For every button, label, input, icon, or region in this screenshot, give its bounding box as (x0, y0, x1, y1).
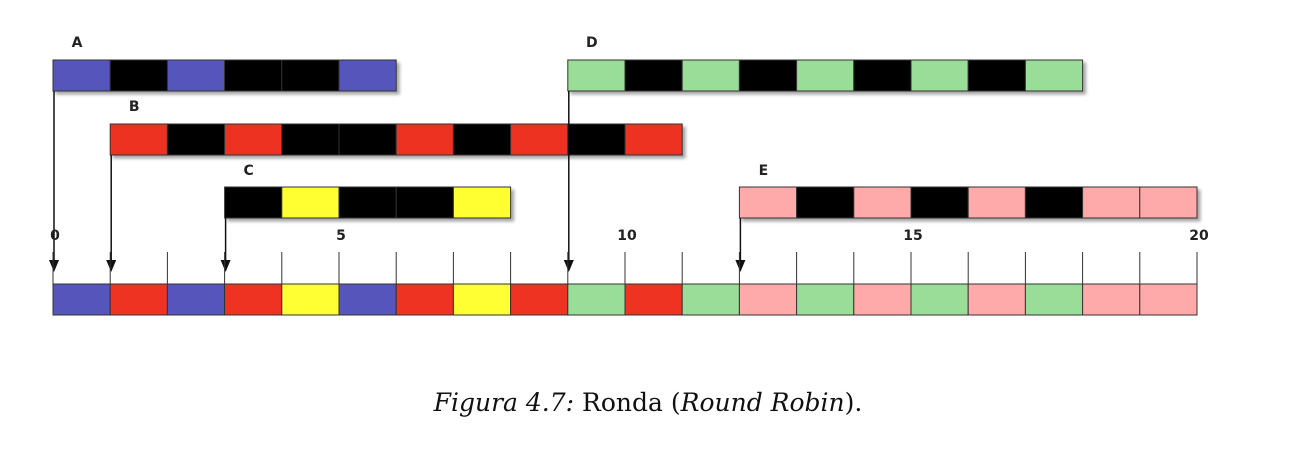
process-e-slot-run (1082, 186, 1141, 219)
process-d-slot-run (567, 59, 626, 92)
arrival-arrow-a (49, 91, 59, 272)
timeline-slot-e (1082, 283, 1141, 316)
process-a-slot-run (338, 59, 397, 92)
arrival-arrow-d (563, 91, 574, 272)
process-label-a: A (72, 35, 83, 51)
process-e-slot-run (1139, 186, 1198, 219)
process-a-slot-run (166, 59, 226, 92)
process-c-slot-run (452, 186, 512, 219)
process-d-slot-wait (853, 59, 912, 92)
tick-label-20: 20 (1189, 228, 1209, 244)
process-d-slot-run (910, 59, 969, 92)
process-c-slot-wait (224, 186, 283, 219)
process-b-slot-wait (281, 123, 340, 156)
process-label-c: C (243, 163, 253, 179)
process-label-d: D (586, 35, 598, 51)
timeline-slot-b (224, 283, 283, 316)
arrival-arrows (49, 91, 746, 272)
caption-end: ). (844, 388, 863, 417)
timeline-slot-e (738, 283, 798, 316)
timeline-slot-b (624, 283, 683, 316)
process-d-slot-wait (967, 59, 1026, 92)
arrival-arrow-c (220, 218, 231, 272)
process-d-slot-wait (624, 59, 683, 92)
timeline-slot-d (567, 283, 626, 316)
timeline-slot-b (510, 283, 569, 316)
process-a-slot-wait (224, 59, 283, 92)
process-d-slot-run (1024, 59, 1084, 92)
timeline-slot-e (853, 283, 912, 316)
tick-label-5: 5 (336, 228, 346, 244)
process-b-slot-wait (452, 123, 512, 156)
process-c-slot-wait (395, 186, 454, 219)
arrival-arrow-b (106, 155, 117, 272)
process-a-slot-run (52, 59, 111, 92)
timeline-slot-d (910, 283, 969, 316)
process-c-slot-wait (338, 186, 397, 219)
process-e-slot-wait (1024, 186, 1084, 219)
process-d-bar (567, 59, 1084, 92)
timeline-slot-d (681, 283, 740, 316)
figure-caption: Figura 4.7: Ronda (Round Robin). (0, 388, 1296, 417)
timeline-slot-d (1024, 283, 1084, 316)
caption-text: Ronda ( (574, 388, 681, 417)
process-b-slot-run (109, 123, 168, 156)
round-robin-diagram: A B C D E 0 5 10 15 20 (49, 35, 1209, 316)
process-a-bar (52, 59, 397, 92)
process-b-bar (109, 123, 683, 156)
process-b-slot-wait (166, 123, 226, 156)
process-a-slot-wait (109, 59, 168, 92)
process-c-slot-run (281, 186, 340, 219)
timeline-slot-a (166, 283, 226, 316)
process-c-bar (224, 186, 512, 219)
process-b-slot-run (624, 123, 683, 156)
arrival-arrow-e (735, 218, 746, 272)
timeline-slot-c (281, 283, 340, 316)
caption-emphasis: Round Robin (680, 388, 845, 417)
tick-label-0: 0 (50, 228, 60, 244)
timeline-slot-b (395, 283, 454, 316)
process-e-slot-run (738, 186, 798, 219)
timeline: 0 5 10 15 20 (50, 228, 1209, 316)
process-d-slot-wait (738, 59, 798, 92)
process-e-slot-wait (796, 186, 855, 219)
timeline-slot-e (967, 283, 1026, 316)
process-b-slot-run (510, 123, 569, 156)
process-b-slot-run (224, 123, 283, 156)
process-a-slot-wait (281, 59, 340, 92)
process-b-slot-run (395, 123, 454, 156)
timeline-slot-d (796, 283, 855, 316)
timeline-slot-a (338, 283, 397, 316)
timeline-slot-c (452, 283, 512, 316)
timeline-slot-e (1139, 283, 1198, 316)
process-b-slot-wait (338, 123, 397, 156)
tick-label-15: 15 (903, 228, 922, 244)
process-bars: A B C D E (52, 35, 1198, 219)
tick-label-10: 10 (617, 228, 637, 244)
process-b-slot-wait (567, 123, 626, 156)
process-e-bar (738, 186, 1198, 219)
timeline-slot-b (109, 283, 168, 316)
caption-figure-number: Figura 4.7: (433, 388, 575, 417)
timeline-slot-a (52, 283, 111, 316)
process-label-e: E (759, 163, 769, 179)
process-e-slot-wait (910, 186, 969, 219)
process-d-slot-run (796, 59, 855, 92)
process-label-b: B (129, 99, 140, 115)
process-d-slot-run (681, 59, 740, 92)
process-e-slot-run (967, 186, 1026, 219)
process-e-slot-run (853, 186, 912, 219)
